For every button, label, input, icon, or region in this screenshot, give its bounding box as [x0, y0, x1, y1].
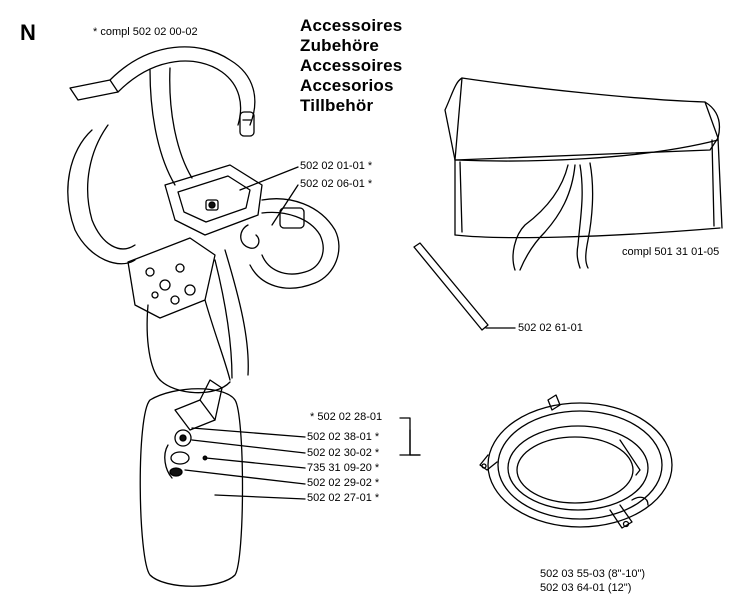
title-es: Accesorios [300, 76, 394, 95]
part-502-02-29-02: 502 02 29-02 * [307, 477, 380, 489]
part-502-02-30-02: 502 02 30-02 * [307, 447, 380, 459]
title-de: Zubehöre [300, 36, 380, 55]
part-502-03-64-01: 502 03 64-01 (12") [540, 582, 632, 594]
harness-compl-label: * compl 502 02 00-02 [93, 26, 198, 38]
part-502-02-38-01: 502 02 38-01 * [307, 431, 380, 443]
section-letter: N [20, 20, 36, 45]
guard-drawing [139, 379, 421, 587]
part-502-02-06-01: 502 02 06-01 * [300, 178, 373, 190]
part-502-02-28-01: * 502 02 28-01 [310, 411, 383, 423]
part-735-31-09-20: 735 31 09-20 * [307, 462, 380, 474]
harness-drawing [67, 46, 340, 394]
title-block: Accessoires Zubehöre Accessoires Accesor… [300, 16, 402, 116]
title-sv: Tillbehör [300, 96, 374, 115]
ring-drawing [479, 394, 673, 529]
part-501-31-01-05: compl 501 31 01-05 [622, 246, 720, 258]
title-en: Accessoires [300, 56, 403, 75]
part-502-02-27-01: 502 02 27-01 * [307, 492, 380, 504]
part-502-02-61-01: 502 02 61-01 [518, 322, 583, 334]
bag-drawing [444, 77, 723, 271]
part-502-03-55-03: 502 03 55-03 (8"-10") [540, 568, 646, 580]
title-fr: Accessoires [300, 16, 403, 35]
rod-drawing [413, 242, 516, 331]
part-502-02-01-01: 502 02 01-01 * [300, 160, 373, 172]
